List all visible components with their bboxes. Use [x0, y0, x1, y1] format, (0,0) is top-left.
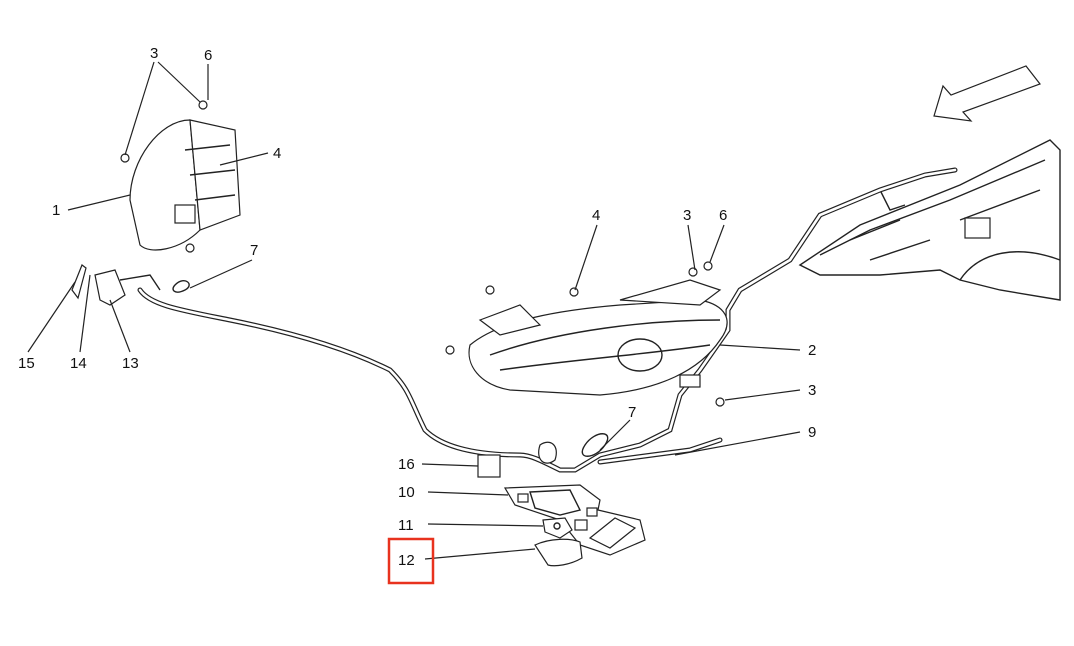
highlight-box — [387, 537, 435, 585]
callout-13: 13 — [122, 355, 139, 372]
callout-3: 3 — [683, 207, 691, 224]
callout-16: 16 — [398, 456, 415, 473]
callout-11: 11 — [398, 517, 414, 534]
callout-6: 6 — [719, 207, 727, 224]
headlamp-right — [445, 261, 728, 407]
leader-lines — [27, 61, 801, 560]
callout-7: 7 — [250, 242, 258, 259]
callout-4: 4 — [592, 207, 600, 224]
washer-bracket-left — [71, 264, 190, 306]
callout-3: 3 — [808, 382, 816, 399]
callout-6: 6 — [204, 47, 212, 64]
fender-panel — [798, 139, 1061, 301]
washer-nozzle-cap — [534, 538, 583, 567]
headlamp-left — [120, 100, 241, 253]
callout-14: 14 — [70, 355, 87, 372]
callout-7: 7 — [628, 404, 636, 421]
callout-15: 15 — [18, 355, 35, 372]
callout-3: 3 — [150, 45, 158, 62]
callout-1: 1 — [52, 202, 60, 219]
callout-4: 4 — [273, 145, 281, 162]
arrow-left-down-icon — [933, 65, 1041, 122]
callout-12: 12 — [398, 552, 415, 569]
callout-2: 2 — [808, 342, 816, 359]
washer-nozzle-assembly — [477, 433, 609, 478]
nozzle-cover-base — [542, 517, 637, 549]
callout-9: 9 — [808, 424, 816, 441]
washer-hose — [137, 167, 958, 473]
callout-10: 10 — [398, 484, 415, 501]
